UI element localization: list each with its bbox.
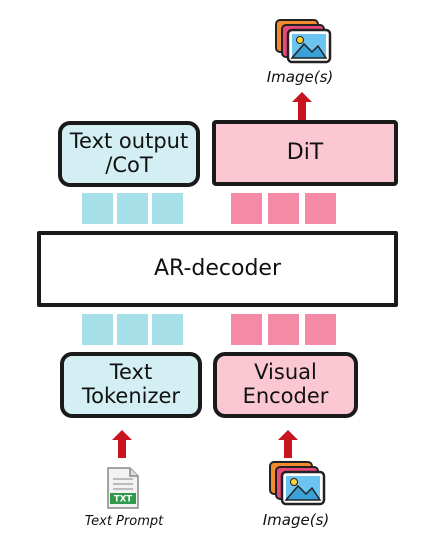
text-input-arrow-icon xyxy=(112,430,132,458)
text-input-token xyxy=(82,314,113,345)
cot-label: /CoT xyxy=(105,153,153,177)
output-image-stack-icon xyxy=(275,19,332,64)
visual-input-token xyxy=(305,314,336,345)
dit-token xyxy=(231,193,262,224)
text-output-token xyxy=(152,193,183,224)
tokenizer-label-line1: Text xyxy=(109,360,153,385)
visual-input-token xyxy=(268,314,299,345)
text-input-token xyxy=(152,314,183,345)
tokenizer-label-line2: Tokenizer xyxy=(81,384,181,408)
dit-box: DiT xyxy=(212,120,398,186)
dit-token xyxy=(305,193,336,224)
text-output-token xyxy=(82,193,113,224)
encoder-label-line1: Visual xyxy=(254,360,317,385)
text-tokenizer-box: Text Tokenizer xyxy=(60,352,202,418)
text-output-token xyxy=(117,193,148,224)
ar-decoder-box: AR-decoder xyxy=(37,231,398,307)
image-input-arrow-icon xyxy=(278,430,298,458)
text-input-token xyxy=(117,314,148,345)
text-prompt-label: Text Prompt xyxy=(84,514,164,529)
visual-input-token xyxy=(231,314,262,345)
input-image-label: Image(s) xyxy=(262,511,330,529)
dit-token xyxy=(268,193,299,224)
encoder-label-line2: Encoder xyxy=(242,384,329,408)
txt-file-icon: TXT xyxy=(107,467,139,509)
input-image-stack-icon xyxy=(269,461,326,506)
dit-label: DiT xyxy=(286,139,324,165)
output-arrow-icon xyxy=(292,92,312,120)
text-output-label: Text output xyxy=(69,129,189,154)
ar-decoder-label: AR-decoder xyxy=(154,255,281,281)
text-output-cot-box: Text output /CoT xyxy=(58,121,200,187)
txt-badge-label: TXT xyxy=(114,495,132,505)
output-image-label: Image(s) xyxy=(266,68,334,86)
visual-encoder-box: Visual Encoder xyxy=(213,352,358,418)
